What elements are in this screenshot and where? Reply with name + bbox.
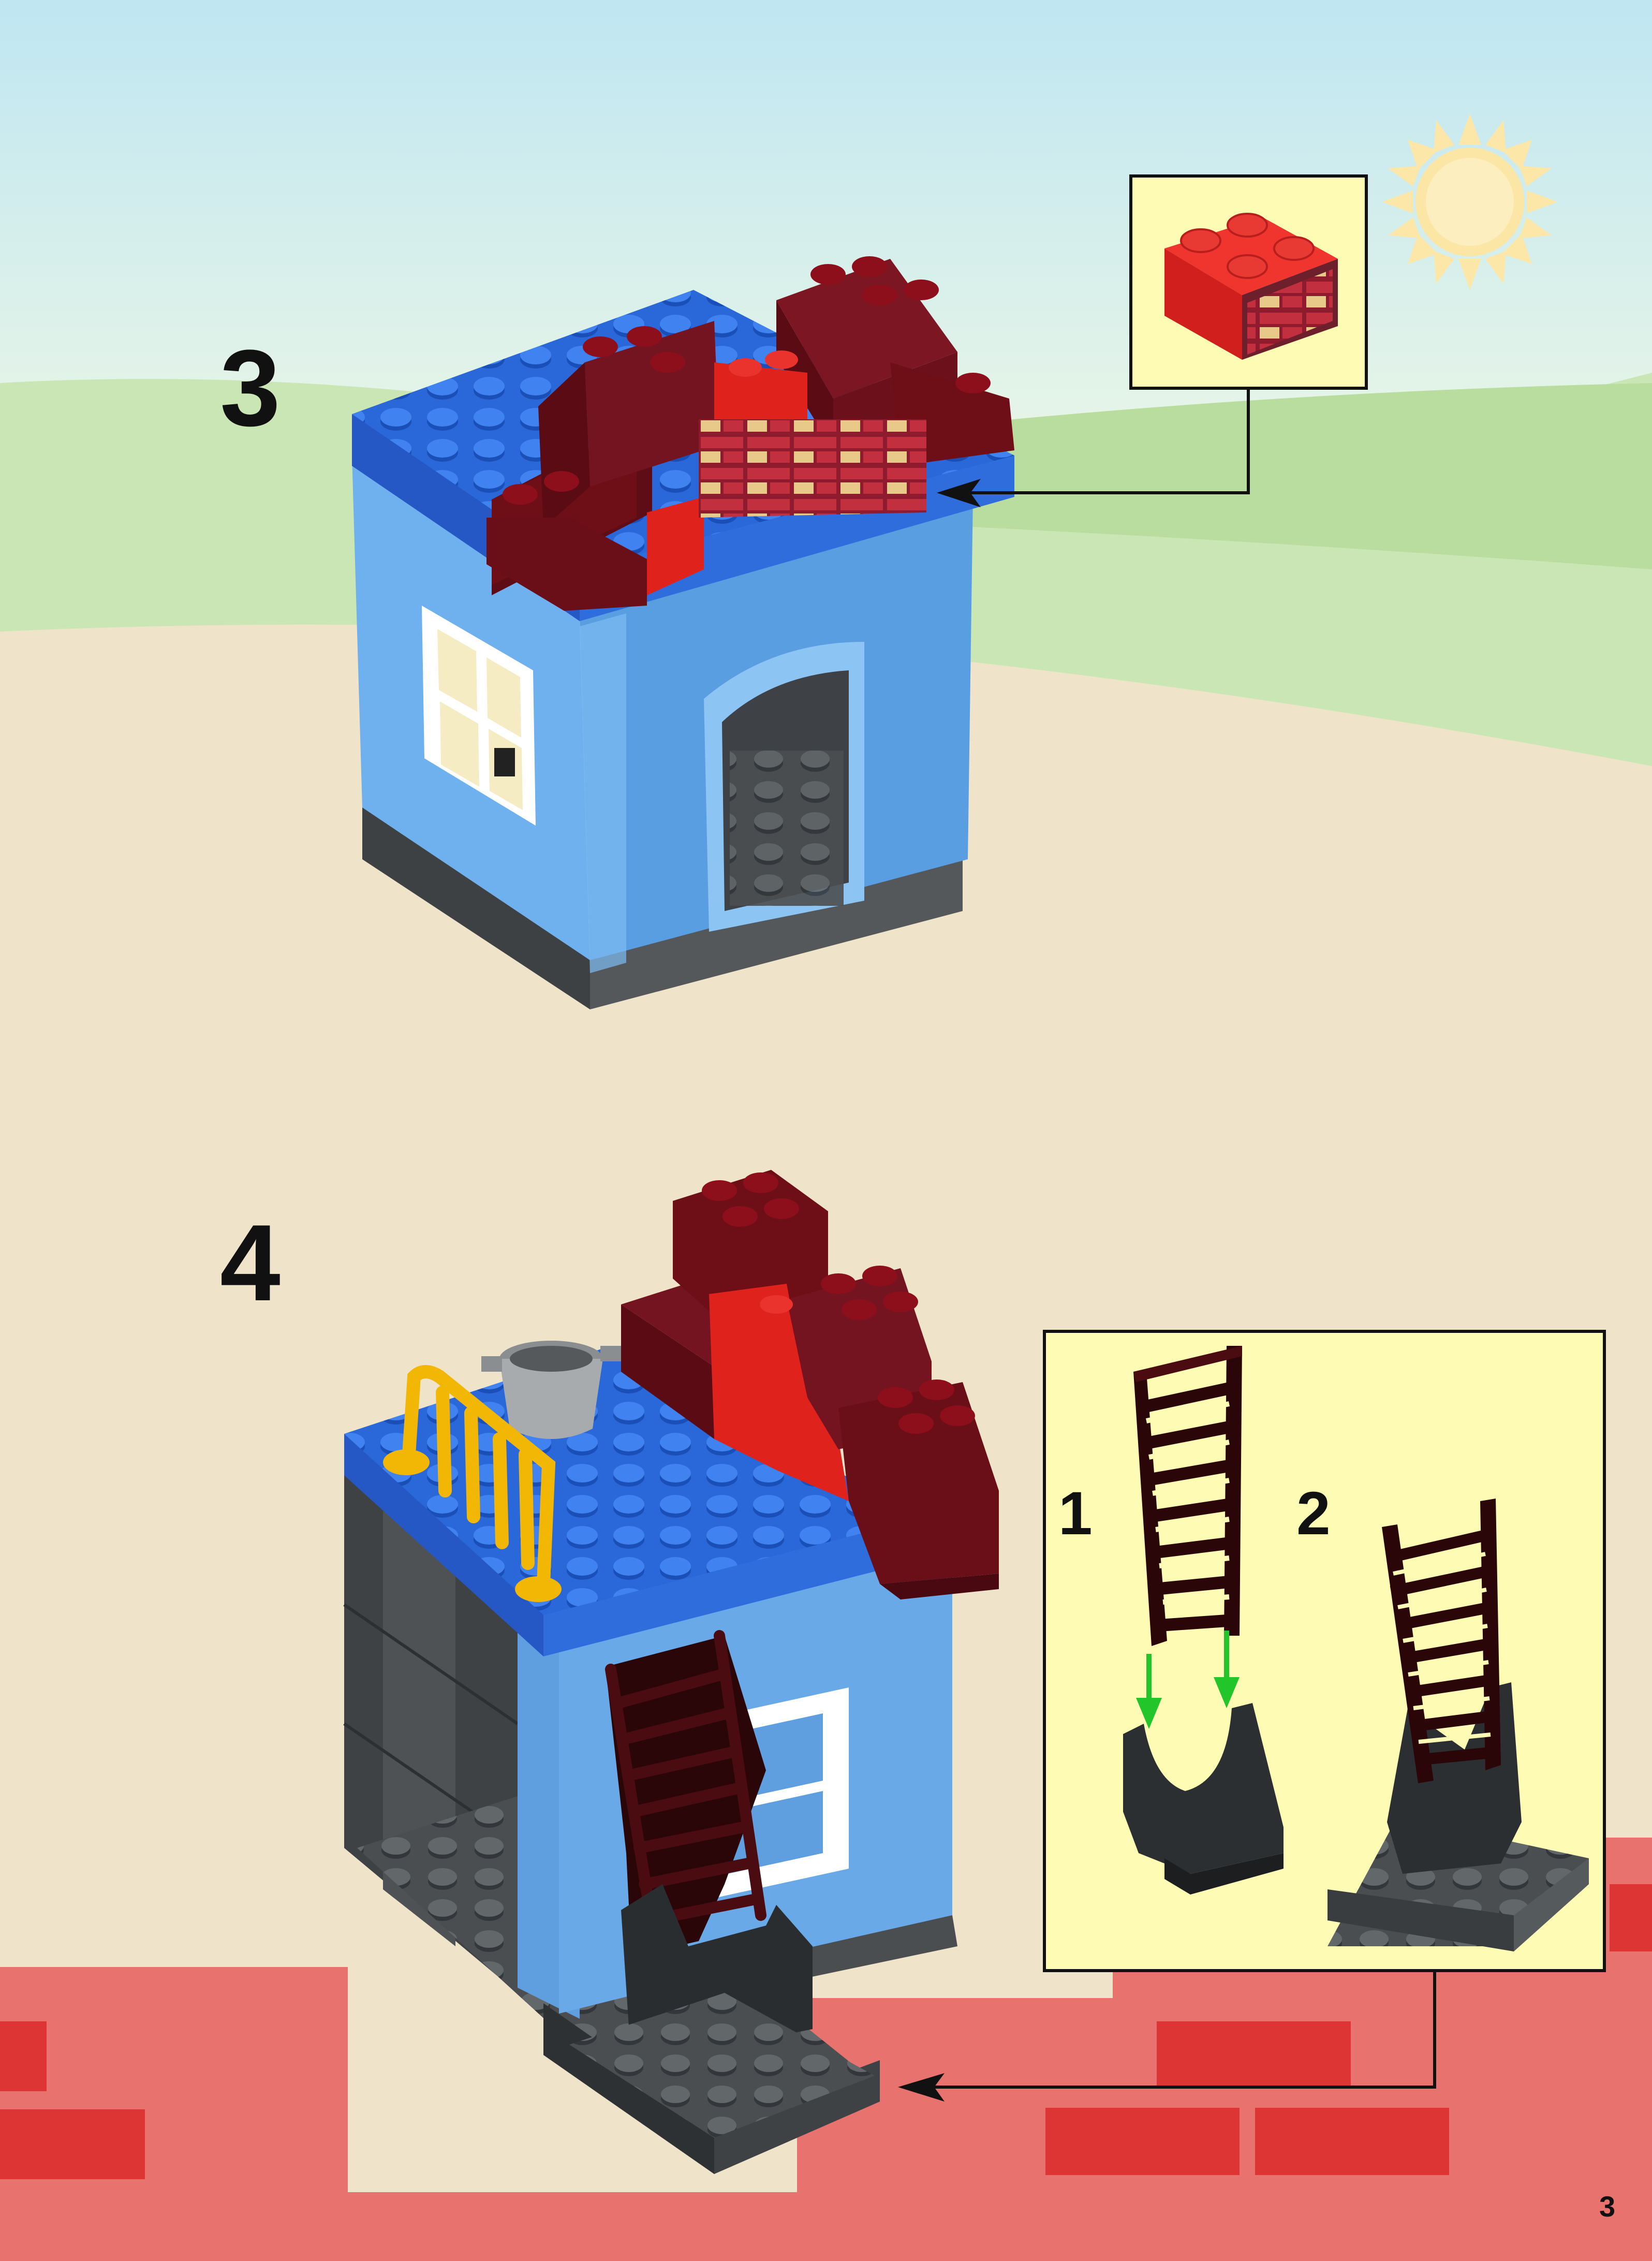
brick <box>1045 2108 1240 2175</box>
step-number-4: 4 <box>220 1209 281 1317</box>
brick <box>1255 2108 1449 2175</box>
wall-lower <box>348 2192 814 2261</box>
brick <box>0 2021 47 2091</box>
page-number: 3 <box>1599 2192 1615 2221</box>
substep-number-1: 1 <box>1058 1483 1093 1544</box>
doorway <box>704 642 864 932</box>
step-number-3: 3 <box>220 334 281 443</box>
brick <box>1610 1884 1652 1951</box>
sun-icon <box>1382 114 1558 290</box>
brick <box>0 2109 145 2179</box>
brick <box>1157 2021 1351 2089</box>
substep-number-2: 2 <box>1296 1483 1331 1544</box>
